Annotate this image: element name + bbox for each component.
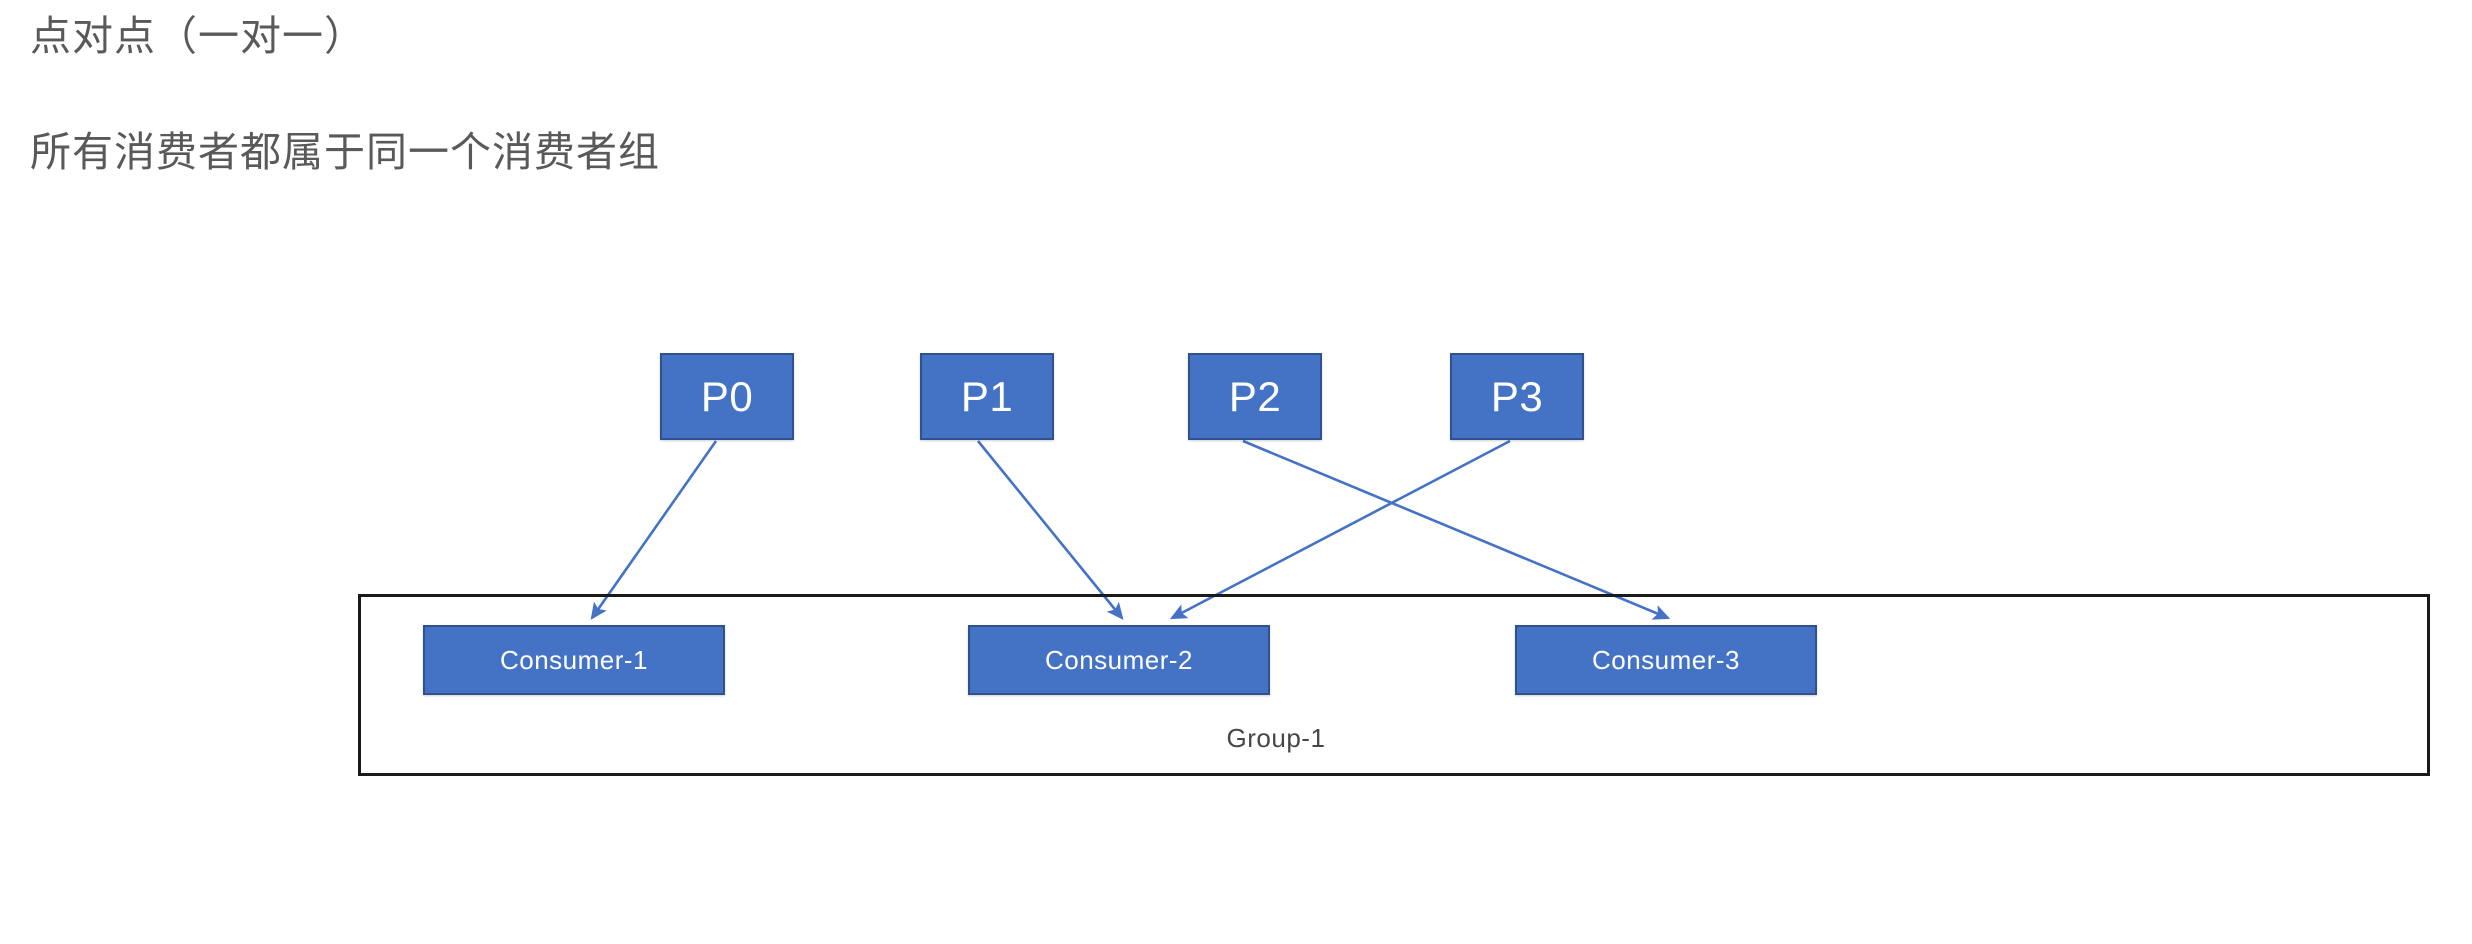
partition-box-p1[interactable]: P1	[920, 353, 1054, 440]
partition-box-p2[interactable]: P2	[1188, 353, 1322, 440]
consumer-box-2[interactable]: Consumer-2	[968, 625, 1270, 695]
partition-box-p3[interactable]: P3	[1450, 353, 1584, 440]
partition-label-p3: P3	[1490, 372, 1544, 420]
consumer-group-container	[358, 594, 2430, 776]
consumer-box-1[interactable]: Consumer-1	[423, 625, 725, 695]
connector-p2-to-consumer-3	[1242, 439, 1671, 620]
page-title: 点对点（一对一）	[30, 13, 366, 59]
consumer-label-2: Consumer-2	[1044, 644, 1194, 675]
partition-box-p0[interactable]: P0	[660, 353, 794, 440]
connector-p3-to-consumer-2	[1169, 439, 1511, 620]
consumer-box-3[interactable]: Consumer-3	[1515, 625, 1817, 695]
consumer-label-1: Consumer-1	[499, 644, 649, 675]
partition-label-p1: P1	[960, 372, 1014, 420]
connector-p0-to-consumer-1	[590, 440, 718, 620]
partition-label-p0: P0	[700, 372, 754, 420]
page-subtitle: 所有消费者都属于同一个消费者组	[30, 129, 660, 175]
connector-p1-to-consumer-2	[976, 440, 1124, 620]
partition-label-p2: P2	[1228, 372, 1282, 420]
consumer-label-3: Consumer-3	[1591, 644, 1741, 675]
